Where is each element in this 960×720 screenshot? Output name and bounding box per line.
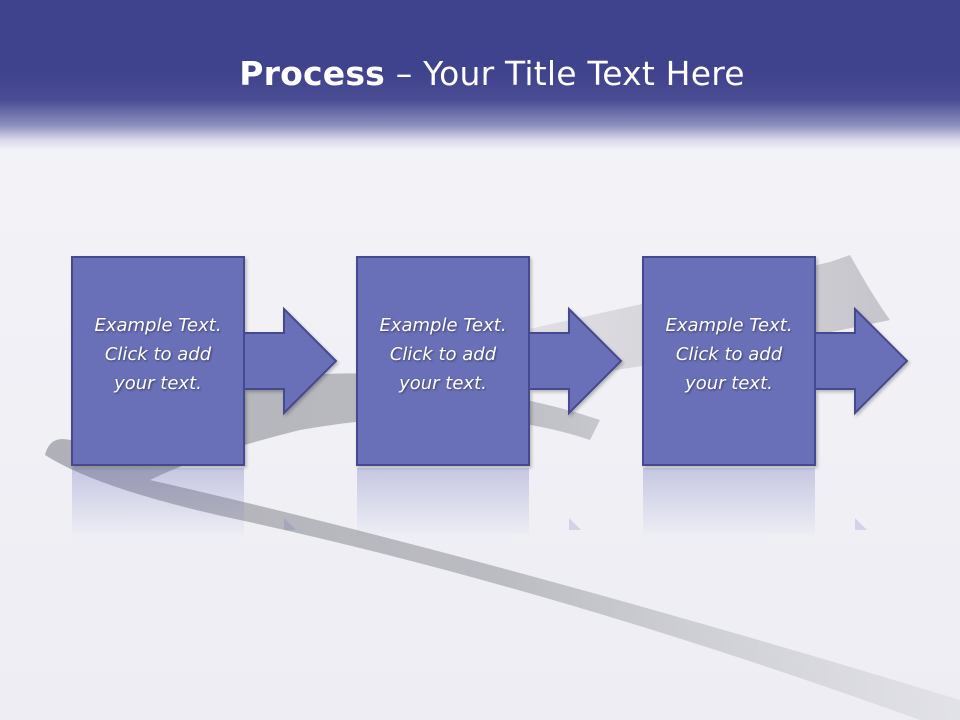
step-2-line-3: your text. [399,373,487,394]
dark-stripe [45,373,960,720]
process-step-3 [642,256,909,466]
step-1-line-2: Click to add [104,344,212,365]
slide-title[interactable]: Process – Your Title Text Here [0,54,960,93]
step-text-2[interactable]: Example Text. Click to add your text. [355,311,531,398]
step-text-3[interactable]: Example Text. Click to add your text. [641,311,817,398]
step-1-line-1: Example Text. [94,315,222,336]
step-box-2 [356,256,530,466]
process-step-2 [356,256,623,466]
step-3-line-2: Click to add [675,344,783,365]
step-2-line-2: Click to add [389,344,497,365]
arrow-right-icon [814,306,909,416]
title-rest: – Your Title Text Here [385,54,745,93]
arrow-right-icon [243,306,338,416]
title-bold: Process [239,54,386,93]
step-text-1[interactable]: Example Text. Click to add your text. [70,311,246,398]
step-box-3 [642,256,816,466]
arrow-right-icon [528,306,623,416]
step-3-line-3: your text. [685,373,773,394]
process-step-1 [71,256,338,466]
step-3-line-1: Example Text. [665,315,793,336]
title-bar [0,0,960,150]
reflections [72,468,867,538]
step-2-line-1: Example Text. [379,315,507,336]
step-1-line-3: your text. [114,373,202,394]
